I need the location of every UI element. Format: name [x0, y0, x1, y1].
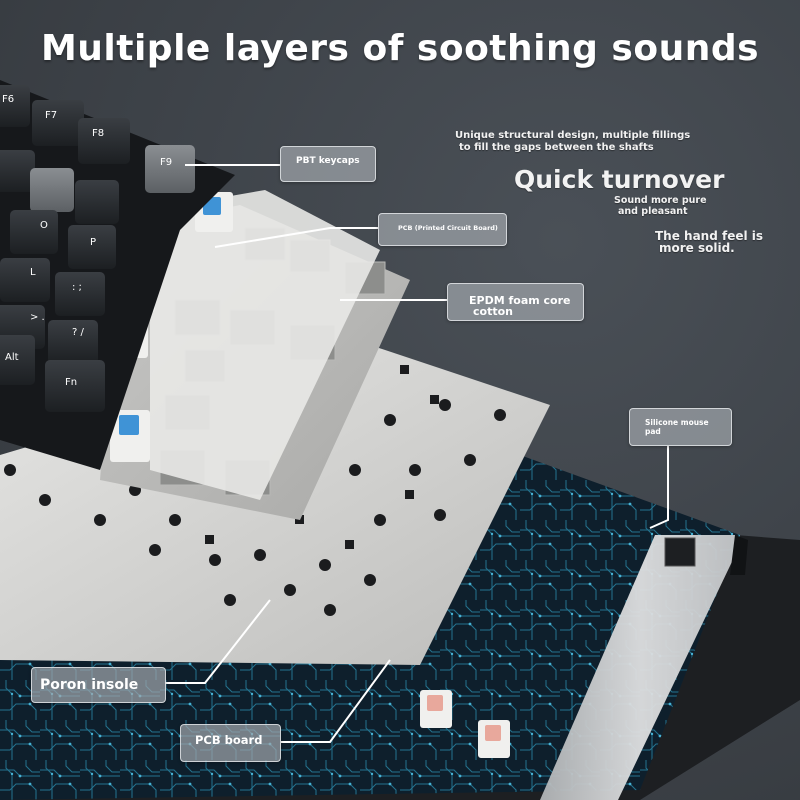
- svg-text:O: O: [40, 220, 48, 231]
- svg-text:P: P: [90, 237, 96, 248]
- structural-line-2: to fill the gaps between the shafts: [459, 142, 654, 153]
- silicone-line-1: Silicone mouse: [645, 418, 709, 427]
- epdm-line-1: EPDM foam core: [469, 294, 571, 307]
- label-epdm-foam: EPDM foam core cotton: [447, 283, 584, 321]
- page-title: Multiple layers of soothing sounds: [40, 28, 760, 69]
- svg-text:F9: F9: [160, 157, 172, 168]
- label-pcb-printed-circuit: PCB (Printed Circuit Board): [378, 213, 507, 246]
- svg-text:> .: > .: [30, 312, 45, 323]
- pink-switches: [420, 690, 510, 758]
- keycap-legends: F6 F7 F8 F9 O P L : ; > . ? / Alt Fn: [2, 94, 172, 388]
- label-pcb-board: PCB board: [180, 724, 281, 762]
- label-pbt-keycaps: PBT keycaps: [280, 146, 376, 182]
- label-poron-insole: Poron insole: [31, 667, 166, 703]
- hand-feel-line-2: more solid.: [659, 241, 735, 255]
- sound-note: Sound more pure and pleasant: [614, 195, 707, 217]
- structural-line-1: Unique structural design, multiple filli…: [455, 130, 691, 141]
- svg-text:Alt: Alt: [5, 352, 19, 363]
- svg-text:? /: ? /: [72, 327, 84, 338]
- hand-feel-note: The hand feel is more solid.: [655, 230, 763, 254]
- svg-text:L: L: [30, 267, 36, 278]
- silicone-line-2: pad: [645, 427, 661, 436]
- quick-turnover-heading: Quick turnover: [514, 165, 725, 194]
- epdm-line-2: cotton: [473, 305, 513, 318]
- svg-text:F6: F6: [2, 94, 14, 105]
- keycaps: [0, 85, 195, 412]
- plate-layer: [150, 190, 380, 500]
- svg-text:Fn: Fn: [65, 377, 77, 388]
- sound-line-2: and pleasant: [618, 206, 688, 217]
- label-silicone-pad: Silicone mouse pad: [629, 408, 732, 446]
- svg-text:: ;: : ;: [72, 282, 82, 293]
- svg-text:F7: F7: [45, 110, 57, 121]
- callout-lines: [165, 164, 669, 743]
- poron-holes: [4, 365, 506, 616]
- pad-corner-square: [664, 537, 696, 567]
- sound-line-1: Sound more pure: [614, 195, 707, 206]
- hand-feel-line-1: The hand feel is: [655, 229, 764, 243]
- svg-text:F8: F8: [92, 128, 104, 139]
- structural-design-note: Unique structural design, multiple filli…: [455, 130, 690, 154]
